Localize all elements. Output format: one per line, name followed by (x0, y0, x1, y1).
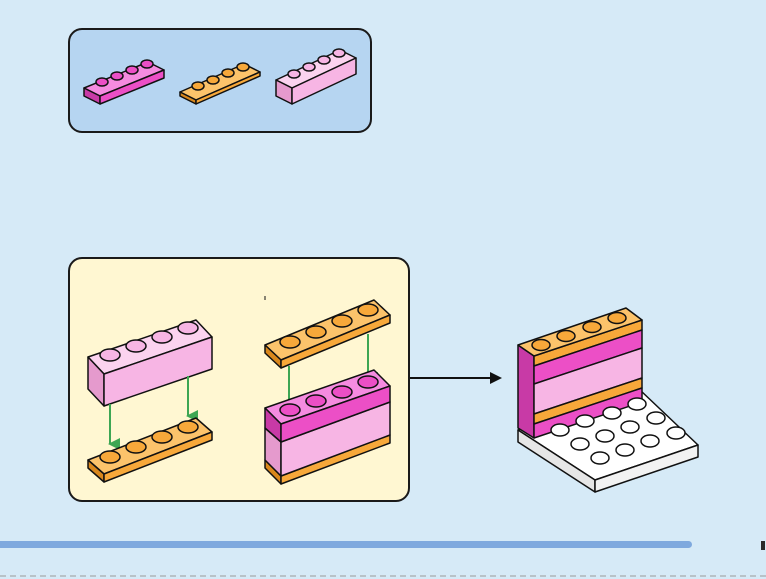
footer-dashed-rule (0, 575, 766, 577)
step2-orange-plate (265, 300, 390, 368)
step1-orange-plate (88, 418, 212, 482)
step2-stack (265, 370, 390, 484)
step1-pink-brick (88, 320, 212, 406)
part-pink-brick (276, 49, 356, 104)
footer-progress-bar (0, 541, 692, 548)
footer-tick (761, 541, 765, 550)
result-model (518, 308, 698, 492)
part-orange-plate (180, 63, 260, 104)
part-magenta-brick (84, 60, 164, 104)
